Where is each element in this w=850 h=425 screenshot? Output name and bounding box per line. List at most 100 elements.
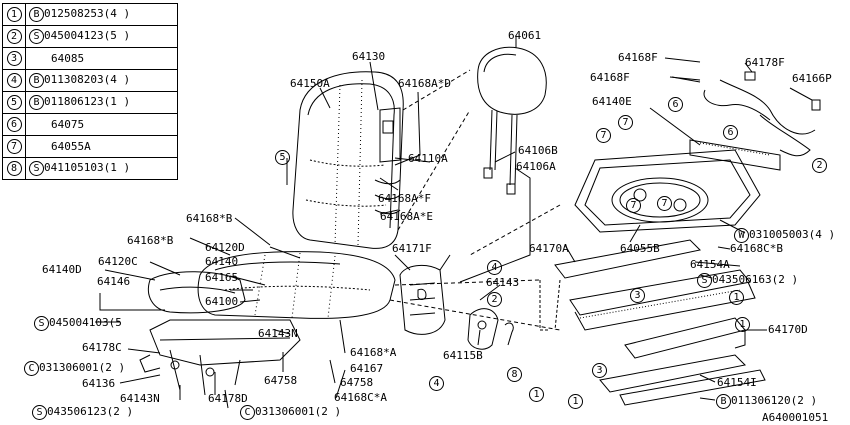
callout-6: 6 <box>668 97 683 112</box>
callout-7: 7 <box>626 198 641 213</box>
part-label-64170A: 64170A <box>529 242 569 255</box>
legend-part-qty: (5 ) <box>103 29 131 42</box>
assembly-guide-lines <box>389 69 561 331</box>
legend-part-prefix: B <box>29 7 44 22</box>
part-label-64165: 64165 <box>205 271 239 284</box>
legend-part-prefix: B <box>29 73 44 88</box>
legend-part-qty: (4 ) <box>103 73 131 86</box>
part-label-64143N-1: 64143N <box>258 327 298 340</box>
legend-part-number: 64055A <box>51 140 91 153</box>
legend-part-prefix: B <box>29 95 44 110</box>
part-label-64143: 64143 <box>486 276 520 289</box>
part-label-64166P: 64166P <box>792 72 832 85</box>
part-label-64758-2: 64758 <box>340 376 374 389</box>
legend-part-number: 011806123 <box>44 95 104 108</box>
part-label-64171F: 64171F <box>392 242 432 255</box>
legend-row: 3 64085 <box>2 47 178 70</box>
callout-2: 2 <box>812 158 827 173</box>
legend-part-number: 64075 <box>51 118 85 131</box>
part-label-64154I: 64154I <box>717 376 757 389</box>
callout-8: 8 <box>507 367 522 382</box>
part-label-64168B-2: 64168*B <box>127 234 174 247</box>
part-label-64168B-1: 64168*B <box>186 212 233 225</box>
legend-key-number: 8 <box>6 161 22 176</box>
seat-frame-drawing <box>139 319 301 396</box>
legend-key-number: 1 <box>6 7 22 22</box>
wire-harness-drawing <box>671 71 821 157</box>
callout-7: 7 <box>596 128 611 143</box>
legend-part-qty: (1 ) <box>103 95 131 108</box>
part-label-64178F: 64178F <box>745 56 785 69</box>
figure-id-label: A640001051 <box>762 411 829 424</box>
part-label-64140E: 64140E <box>592 95 632 108</box>
legend-part-number: 011308203 <box>44 73 104 86</box>
callout-7: 7 <box>657 196 672 211</box>
part-label-64130: 64130 <box>352 50 386 63</box>
callout-2: 2 <box>487 292 502 307</box>
part-label-64168A-D: 64168A*D <box>398 77 451 90</box>
part-label-64061: 64061 <box>508 29 542 42</box>
part-label-64154A: 64154A <box>690 258 730 271</box>
part-label-64168A-E: 64168A*E <box>380 210 433 223</box>
part-label-64120D: 64120D <box>205 241 245 254</box>
callout-1: 1 <box>735 317 750 332</box>
legend-part-qty: (4 ) <box>103 7 131 20</box>
part-label-64178C: 64178C <box>82 341 122 354</box>
part-label-64168F-2: 64168F <box>590 71 630 84</box>
callout-7: 7 <box>618 115 633 130</box>
legend-key-number: 7 <box>6 139 22 154</box>
callout-5: 5 <box>275 150 290 165</box>
legend-part-prefix: S <box>29 29 44 44</box>
spec-prefix-b: B <box>716 394 731 409</box>
seat-cushion-drawing <box>147 251 396 319</box>
callout-3: 3 <box>592 363 607 378</box>
base-plate-drawing <box>574 139 781 233</box>
callout-1: 1 <box>568 394 583 409</box>
part-label-64100: 64100 <box>205 295 239 308</box>
part-label-64168C-B: 64168C*B <box>730 242 783 255</box>
spec-prefix-c: C <box>24 361 39 376</box>
callout-4: 4 <box>429 376 444 391</box>
callout-1: 1 <box>729 290 744 305</box>
spec-prefix-c: C <box>240 405 255 420</box>
part-label-64168F-1: 64168F <box>618 51 658 64</box>
part-label-64150A: 64150A <box>290 77 330 90</box>
part-label-64168A-F: 64168A*F <box>378 192 431 205</box>
part-label-64136: 64136 <box>82 377 116 390</box>
legend-part-qty: (1 ) <box>103 161 131 174</box>
legend-key-cell: 4 <box>2 69 26 92</box>
part-label-64055B: 64055B <box>620 242 660 255</box>
part-label-64758-1: 64758 <box>264 374 298 387</box>
part-label-64170D: 64170D <box>768 323 808 336</box>
part-label-64106A: 64106A <box>516 160 556 173</box>
part-label-64110A: 64110A <box>408 152 448 165</box>
legend-part-number: 64085 <box>51 52 85 65</box>
part-label-64143N-2: 64143N <box>120 392 160 405</box>
callout-1: 1 <box>529 387 544 402</box>
legend-part-number: 045004123 <box>44 29 104 42</box>
legend-key-number: 3 <box>6 51 22 66</box>
seat-rail-drawing <box>539 239 766 406</box>
part-label-64168C-A: 64168C*A <box>334 391 387 404</box>
legend-part-number: 012508253 <box>44 7 104 20</box>
legend-key-number: 6 <box>6 117 22 132</box>
part-label-64178D: 64178D <box>208 392 248 405</box>
part-label-64115B: 64115B <box>443 349 483 362</box>
callout-6: 6 <box>723 125 738 140</box>
part-label-64140: 64140 <box>205 255 239 268</box>
headrest-drawing <box>477 46 547 195</box>
legend-part-prefix: S <box>29 161 44 176</box>
